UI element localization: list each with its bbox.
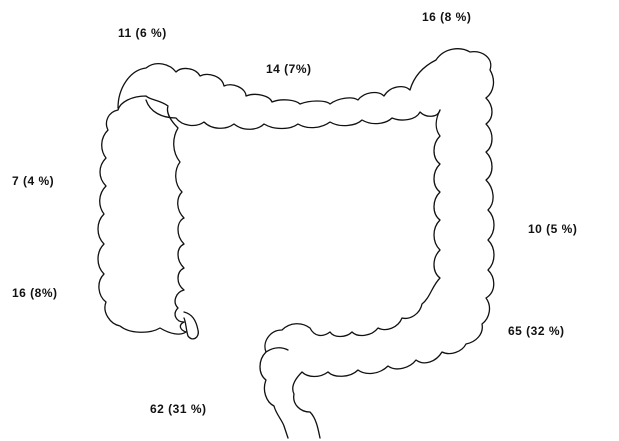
rectum-left — [266, 348, 288, 352]
label-sigmoid: 65 (32 %) — [508, 324, 565, 338]
colon-outer-contour — [98, 96, 186, 334]
descending-outer-contour — [328, 98, 494, 376]
label-rectum: 62 (31 %) — [150, 402, 207, 416]
transverse-upper-contour — [118, 49, 493, 108]
sigmoid-inner — [293, 372, 328, 438]
appendix — [184, 312, 198, 339]
label-ascending: 7 (4 %) — [12, 174, 54, 188]
label-hepatic-flexure: 11 (6 %) — [118, 26, 167, 40]
label-transverse: 14 (7%) — [266, 62, 312, 76]
label-descending: 10 (5 %) — [528, 222, 577, 236]
label-splenic-flexure: 16 (8 %) — [422, 10, 471, 24]
transverse-lower-contour — [146, 100, 440, 129]
label-cecum: 16 (8%) — [12, 286, 58, 300]
descending-inner-contour — [330, 110, 440, 337]
